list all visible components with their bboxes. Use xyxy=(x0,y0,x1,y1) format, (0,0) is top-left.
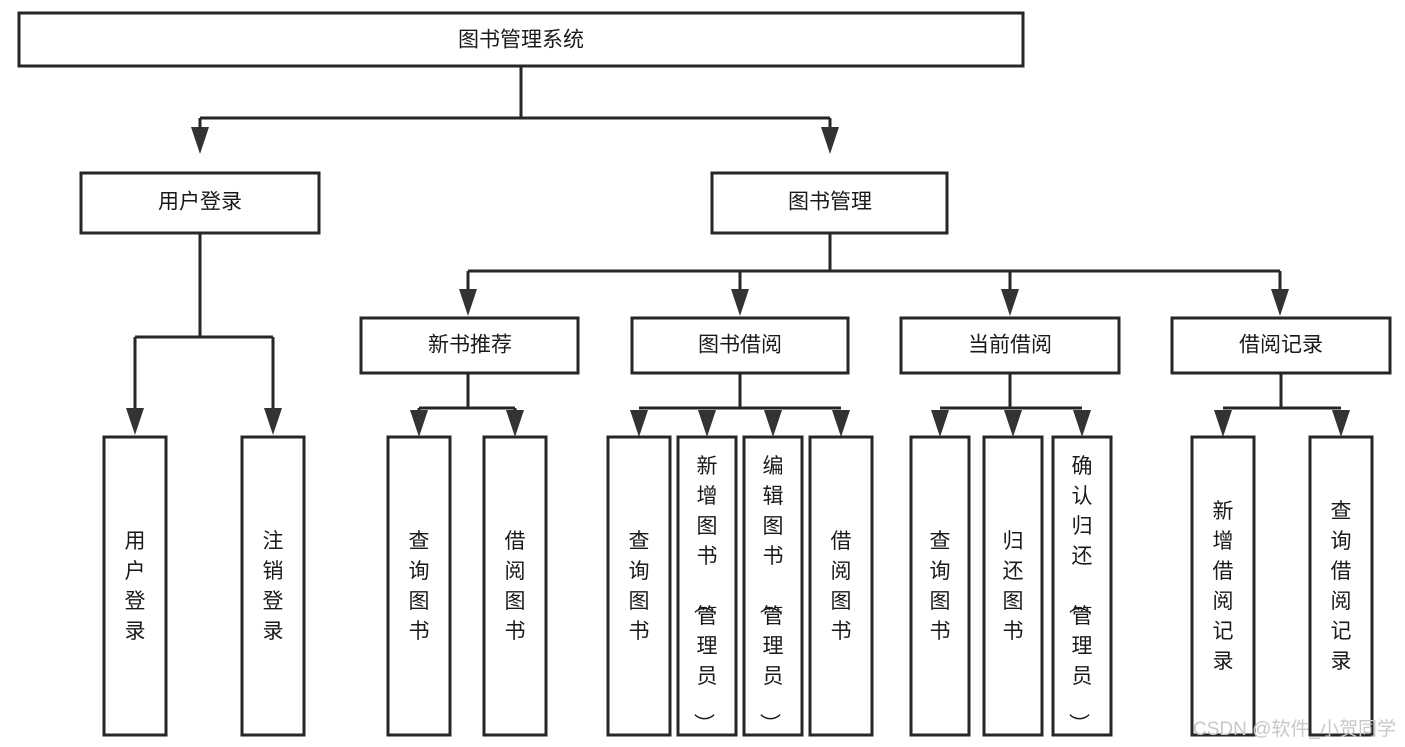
leaf-add-record[interactable]: 新增借阅记录 xyxy=(1190,435,1256,737)
node-book-borrow-box[interactable] xyxy=(630,316,850,375)
leaf-user-login[interactable]: 用户登录 xyxy=(102,435,168,737)
leaf-query-book-rec-label: 查询图书 xyxy=(409,530,430,643)
leaf-query-book-cur-label: 查询图书 xyxy=(930,530,951,643)
node-book-borrow-label: 图书借阅 xyxy=(698,334,782,357)
leaf-borrow-book-bor-box[interactable] xyxy=(808,435,874,737)
leaf-logout-label: 注销登录 xyxy=(263,530,284,643)
arrow-to-leaf-add-book xyxy=(698,410,716,437)
leaf-query-book-bor-box[interactable] xyxy=(606,435,672,737)
leaf-logout[interactable]: 注销登录 xyxy=(240,435,306,737)
leaf-add-record-box[interactable] xyxy=(1190,435,1256,737)
arrow-to-leaf-logout xyxy=(264,408,282,435)
leaf-query-book-cur-box[interactable] xyxy=(909,435,971,737)
node-user-login-label: 用户登录 xyxy=(158,191,242,214)
leaf-return-book[interactable]: 归还图书 xyxy=(982,435,1044,737)
arrow-to-leaf-borrow-book-bor xyxy=(832,410,850,437)
arrow-to-user-login xyxy=(191,127,209,154)
node-current-borrow-box[interactable] xyxy=(899,316,1121,375)
node-layer: 图书管理系统 用户登录 图书管理 新书推荐 图书借阅 xyxy=(17,11,1392,375)
connector-layer xyxy=(126,66,1350,437)
leaf-query-record[interactable]: 查询借阅记录 xyxy=(1308,435,1374,737)
arrow-to-leaf-query-book-bor xyxy=(630,410,648,437)
csdn-watermark: CSDN @软件_小贺同学 xyxy=(1193,718,1396,740)
node-user-login-box[interactable] xyxy=(79,171,321,235)
leaf-borrow-book-rec-box[interactable] xyxy=(482,435,548,737)
node-new-book-rec[interactable]: 新书推荐 xyxy=(359,316,580,375)
leaf-borrow-book-rec-label: 借阅图书 xyxy=(505,530,526,643)
leaf-user-login-label: 用户登录 xyxy=(125,530,146,643)
leaf-confirm-return[interactable]: 确认归还（管理员） xyxy=(1051,435,1113,737)
node-root-label: 图书管理系统 xyxy=(458,29,584,52)
node-root[interactable]: 图书管理系统 xyxy=(17,11,1025,68)
leaf-add-record-label: 新增借阅记录 xyxy=(1213,500,1234,673)
node-root-box[interactable] xyxy=(17,11,1025,68)
leaf-return-book-label: 归还图书 xyxy=(1003,530,1024,643)
leaf-edit-book-box[interactable] xyxy=(742,435,804,737)
arrow-to-leaf-query-book-cur xyxy=(931,410,949,437)
leaf-query-record-label: 查询借阅记录 xyxy=(1331,500,1352,673)
node-current-borrow[interactable]: 当前借阅 xyxy=(899,316,1121,375)
arrow-to-leaf-edit-book xyxy=(764,410,782,437)
node-borrow-record-label: 借阅记录 xyxy=(1239,334,1323,357)
arrow-to-new-book-rec xyxy=(459,289,477,316)
leaf-query-book-rec-box[interactable] xyxy=(386,435,452,737)
leaf-query-book-rec[interactable]: 查询图书 xyxy=(386,435,452,737)
leaf-layer: 用户登录 注销登录 查询图书 借阅图书 查询图书 新增图书（管理员） 编辑图书（管理员） 借阅… xyxy=(102,435,1374,737)
arrow-to-leaf-return-book xyxy=(1004,410,1022,437)
node-book-borrow[interactable]: 图书借阅 xyxy=(630,316,850,375)
leaf-confirm-return-box[interactable] xyxy=(1051,435,1113,737)
node-book-manage-box[interactable] xyxy=(710,171,949,235)
arrow-to-borrow-record xyxy=(1271,289,1289,316)
leaf-add-book-box[interactable] xyxy=(676,435,738,737)
leaf-logout-box[interactable] xyxy=(240,435,306,737)
leaf-add-book[interactable]: 新增图书（管理员） xyxy=(676,435,738,737)
arrow-to-leaf-query-book-rec xyxy=(410,410,428,437)
arrow-to-book-manage xyxy=(821,127,839,154)
node-borrow-record-box[interactable] xyxy=(1170,316,1392,375)
arrow-to-leaf-confirm-return xyxy=(1073,410,1091,437)
node-new-book-rec-box[interactable] xyxy=(359,316,580,375)
arrow-to-leaf-query-record xyxy=(1332,410,1350,437)
leaf-user-login-box[interactable] xyxy=(102,435,168,737)
leaf-add-book-label: 新增图书（管理员） xyxy=(692,455,718,734)
leaf-query-book-bor[interactable]: 查询图书 xyxy=(606,435,672,737)
leaf-borrow-book-bor-label: 借阅图书 xyxy=(831,530,852,643)
node-borrow-record[interactable]: 借阅记录 xyxy=(1170,316,1392,375)
arrow-to-leaf-add-record xyxy=(1214,410,1232,437)
node-current-borrow-label: 当前借阅 xyxy=(968,334,1052,357)
node-book-manage[interactable]: 图书管理 xyxy=(710,171,949,235)
leaf-query-book-cur[interactable]: 查询图书 xyxy=(909,435,971,737)
leaf-borrow-book-rec[interactable]: 借阅图书 xyxy=(482,435,548,737)
node-book-manage-label: 图书管理 xyxy=(788,191,872,214)
leaf-confirm-return-label: 确认归还（管理员） xyxy=(1067,455,1093,734)
arrow-to-book-borrow xyxy=(731,289,749,316)
leaf-edit-book[interactable]: 编辑图书（管理员） xyxy=(742,435,804,737)
leaf-borrow-book-bor[interactable]: 借阅图书 xyxy=(808,435,874,737)
leaf-return-book-box[interactable] xyxy=(982,435,1044,737)
arrow-to-leaf-user-login xyxy=(126,408,144,435)
node-new-book-rec-label: 新书推荐 xyxy=(428,334,512,357)
leaf-edit-book-label: 编辑图书（管理员） xyxy=(758,455,784,734)
leaf-query-record-box[interactable] xyxy=(1308,435,1374,737)
node-user-login[interactable]: 用户登录 xyxy=(79,171,321,235)
leaf-query-book-bor-label: 查询图书 xyxy=(629,530,650,643)
arrow-to-current-borrow xyxy=(1001,289,1019,316)
arrow-to-leaf-borrow-book-rec xyxy=(506,410,524,437)
